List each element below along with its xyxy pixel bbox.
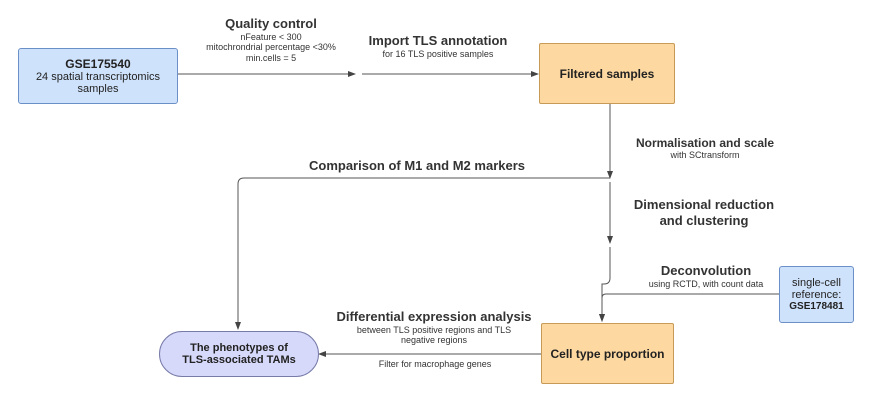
arrow-reference-to-celltype: [599, 293, 779, 322]
node-filtered-samples: Filtered samples: [539, 43, 675, 104]
node-tam-phenotypes-line-2: TLS-associated TAMs: [182, 354, 296, 366]
label-differential-title: Differential expression analysis: [336, 309, 532, 324]
node-gse175540-title: GSE175540: [65, 57, 131, 71]
label-normalisation-title: Normalisation and scale: [635, 136, 775, 150]
arrow-dimred-to-celltype: [599, 247, 611, 322]
label-quality-control-line-2: mitochrondrial percentage <30%: [206, 42, 336, 53]
node-reference-line-2: reference:: [791, 289, 842, 301]
label-import-tls-title: Import TLS annotation: [368, 33, 508, 48]
node-gse175540: GSE175540 24 spatial transcriptomics sam…: [18, 48, 178, 104]
label-filter-macrophage: Filter for macrophage genes: [360, 359, 510, 370]
label-dimensional-line-2: and clustering: [659, 212, 749, 228]
label-deconvolution: Deconvolution using RCTD, with count dat…: [636, 263, 776, 289]
label-differential-line-2: negative regions: [400, 335, 468, 346]
node-filtered-samples-title: Filtered samples: [559, 66, 655, 81]
node-reference-line-1: single-cell: [792, 277, 841, 289]
label-quality-control-line-3: min.cells = 5: [245, 53, 297, 64]
node-tam-phenotypes-line-1: The phenotypes of: [190, 342, 288, 354]
node-single-cell-reference: single-cell reference: GSE178481: [779, 266, 854, 323]
label-deconvolution-sub: using RCTD, with count data: [648, 278, 764, 289]
node-tam-phenotypes: The phenotypes of TLS-associated TAMs: [159, 331, 319, 377]
label-dimensional-reduction: Dimensional reduction and clustering: [626, 197, 782, 228]
label-dimensional-line-1: Dimensional reduction: [633, 197, 775, 212]
label-comparison-title: Comparison of M1 and M2 markers: [309, 158, 525, 173]
label-differential-line-1: between TLS positive regions and TLS: [356, 324, 512, 335]
label-import-tls-sub: for 16 TLS positive samples: [382, 48, 494, 59]
label-quality-control-line-1: nFeature < 300: [240, 31, 302, 42]
node-gse175540-line-2: samples: [77, 83, 119, 95]
label-deconvolution-title: Deconvolution: [660, 263, 752, 278]
node-reference-line-3: GSE178481: [789, 301, 844, 312]
label-quality-control: Quality control nFeature < 300 mitochron…: [196, 16, 346, 64]
label-import-tls: Import TLS annotation for 16 TLS positiv…: [358, 33, 518, 59]
label-filter-macrophage-text: Filter for macrophage genes: [378, 359, 492, 369]
label-normalisation: Normalisation and scale with SCtransform: [624, 136, 786, 161]
node-gse175540-line-1: 24 spatial transcriptomics: [35, 71, 161, 83]
label-quality-control-title: Quality control: [225, 16, 317, 31]
arrow-comparison-to-phenotypes: [235, 177, 610, 330]
node-cell-type-proportion: Cell type proportion: [541, 323, 674, 384]
label-comparison: Comparison of M1 and M2 markers: [300, 158, 534, 174]
node-cell-type-proportion-title: Cell type proportion: [550, 346, 665, 361]
label-differential-expression: Differential expression analysis between…: [336, 309, 532, 346]
label-normalisation-sub: with SCtransform: [670, 150, 740, 161]
